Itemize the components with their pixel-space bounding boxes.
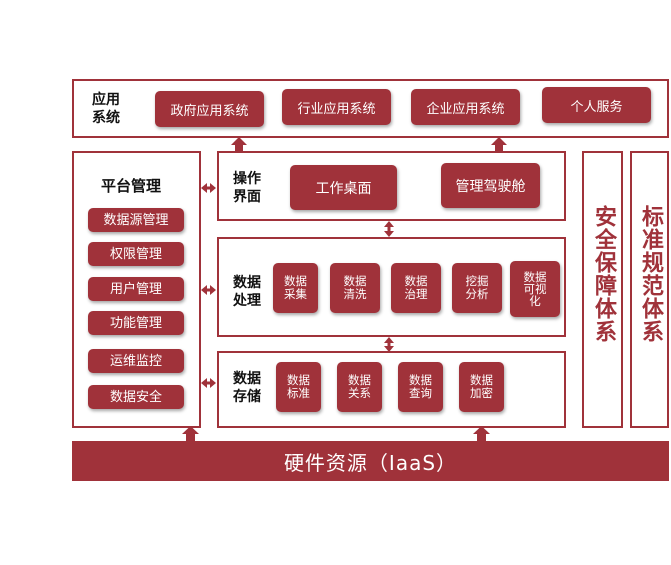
application-layer-label: 应用 系统 <box>92 92 120 126</box>
storage-standard-box: 数据 标准 <box>276 362 321 412</box>
arrow-up-iaas-left <box>182 426 199 442</box>
arrow-operation-processing <box>384 221 394 237</box>
standard-system-label: 标准规范体系 <box>638 205 663 343</box>
enterprise-app-system-box: 企业应用系统 <box>411 89 520 125</box>
processing-visualize-box: 数据 可视 化 <box>510 261 560 317</box>
platform-item-data-source: 数据源管理 <box>88 208 184 232</box>
personal-service-box: 个人服务 <box>542 87 651 123</box>
data-processing-label: 数据 处理 <box>233 275 261 309</box>
arrow-platform-storage <box>201 378 216 388</box>
infrastructure-iaas-bar: 硬件资源（IaaS） <box>72 441 669 481</box>
platform-item-ops-monitoring: 运维监控 <box>88 349 184 373</box>
platform-item-permissions: 权限管理 <box>88 242 184 266</box>
standard-system-panel <box>630 151 669 428</box>
industry-app-system-box: 行业应用系统 <box>282 89 391 125</box>
arrow-up-right-app <box>491 137 507 152</box>
processing-collect-box: 数据 采集 <box>273 263 318 313</box>
security-system-panel <box>582 151 623 428</box>
arrow-platform-operation <box>201 183 216 193</box>
arrow-up-left-app <box>231 137 247 152</box>
platform-management-title: 平台管理 <box>101 177 162 195</box>
arrow-up-iaas-right <box>473 426 490 442</box>
storage-encrypt-box: 数据 加密 <box>459 362 504 412</box>
gov-app-system-box: 政府应用系统 <box>155 91 264 127</box>
management-cockpit-box: 管理驾驶舱 <box>441 163 540 208</box>
arrow-processing-storage <box>384 337 394 352</box>
data-storage-label: 数据 存储 <box>233 371 261 405</box>
storage-relation-box: 数据 关系 <box>337 362 382 412</box>
security-system-label: 安全保障体系 <box>591 205 616 343</box>
arrow-platform-processing <box>201 285 216 295</box>
platform-item-functions: 功能管理 <box>88 311 184 335</box>
operation-interface-label: 操作 界面 <box>233 171 261 205</box>
storage-query-box: 数据 查询 <box>398 362 443 412</box>
platform-item-users: 用户管理 <box>88 277 184 301</box>
data-storage-panel <box>217 351 566 428</box>
processing-govern-box: 数据 治理 <box>391 263 441 313</box>
platform-item-data-security: 数据安全 <box>88 385 184 409</box>
processing-clean-box: 数据 清洗 <box>330 263 380 313</box>
work-desktop-box: 工作桌面 <box>290 165 397 210</box>
processing-mining-box: 挖掘 分析 <box>452 263 502 313</box>
